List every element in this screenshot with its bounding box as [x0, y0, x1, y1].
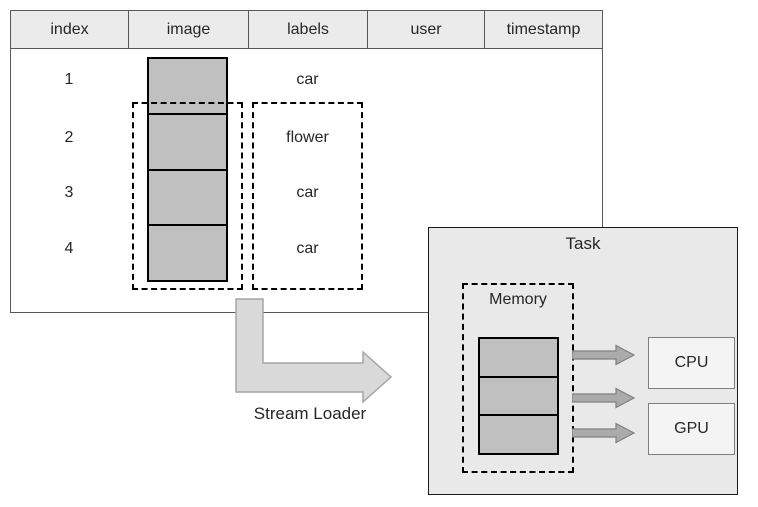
row-label-3: car	[296, 184, 319, 201]
memory-to-cpu-arrow-icon	[572, 344, 635, 366]
memory-slot	[480, 414, 557, 454]
column-header-index: index	[11, 11, 129, 48]
row-index-3: 3	[64, 184, 74, 201]
task-title: Task	[565, 234, 601, 253]
column-header-user: user	[368, 11, 485, 48]
row-label-2: flower	[286, 129, 329, 146]
stream-loader-label: Stream Loader	[253, 404, 367, 423]
memory-middle-arrow-icon	[572, 387, 635, 409]
row-index-2: 2	[64, 129, 74, 146]
row-label-4: car	[296, 240, 319, 257]
memory-buffer-stack	[478, 337, 559, 455]
row-index-1: 1	[64, 71, 74, 88]
memory-to-gpu-arrow-icon	[572, 422, 635, 444]
row-index-4: 4	[64, 240, 74, 257]
selected-labels-dashed-box	[252, 102, 363, 290]
memory-dashed-box: Memory	[462, 283, 574, 473]
gpu-box: GPU	[648, 403, 735, 455]
image-thumbnail	[149, 168, 226, 225]
row-label-1: car	[296, 71, 319, 88]
stream-loader-arrow-icon	[235, 298, 393, 404]
column-header-image: image	[129, 11, 249, 48]
table-header-row: index image labels user timestamp	[11, 11, 602, 49]
cpu-box: CPU	[648, 337, 735, 389]
memory-title: Memory	[489, 291, 547, 308]
dataset-table: index image labels user timestamp	[10, 10, 603, 313]
memory-slot	[480, 339, 557, 376]
image-thumbnail	[149, 224, 226, 280]
selected-images-dashed-box	[132, 102, 243, 290]
column-header-labels: labels	[249, 11, 368, 48]
memory-slot	[480, 375, 557, 415]
task-panel: Task Memory CPU GPU	[428, 227, 738, 495]
image-thumbnail	[149, 112, 226, 169]
column-header-timestamp: timestamp	[506, 20, 581, 38]
